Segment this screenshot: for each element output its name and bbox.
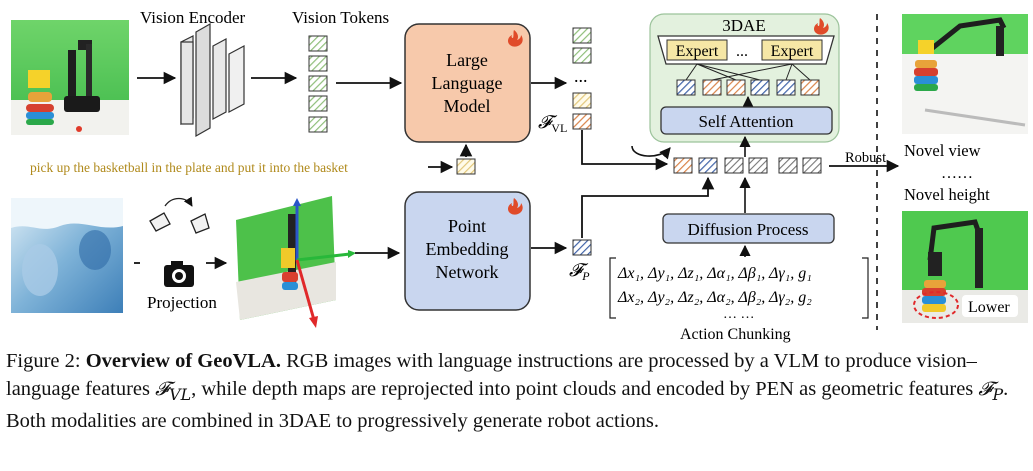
novel-height-image xyxy=(902,211,1028,323)
camera-icon xyxy=(164,261,194,287)
input-token-action xyxy=(724,157,744,174)
dae-token xyxy=(750,79,770,96)
caption-fvl-symbol: 𝓕VL xyxy=(155,377,192,404)
action-chunking-label: Action Chunking xyxy=(680,326,791,343)
camera-views-icon xyxy=(149,196,210,234)
robust-label: Robust xyxy=(845,150,886,166)
fp-label: 𝓕P xyxy=(569,260,590,283)
figure-caption: Figure 2: Overview of GeoVLA. RGB images… xyxy=(6,348,1028,435)
3dae-tokens xyxy=(676,79,820,96)
large-language-model-box xyxy=(404,23,531,143)
ellipsis-label: …… xyxy=(941,165,973,182)
fire-icon xyxy=(508,30,523,47)
vision-tokens-label: Vision Tokens xyxy=(292,8,389,27)
vision-encoder xyxy=(180,22,245,138)
action-row-1: Δx₁, Δy₁, Δz₁, Δα₁, Δβ₁, Δγ₁, g₁ xyxy=(617,265,812,282)
output-token xyxy=(572,27,592,44)
dae-token xyxy=(726,79,746,96)
point-cloud-image xyxy=(236,196,356,328)
diffusion-process-box xyxy=(662,213,835,244)
llm-output-tokens xyxy=(572,27,592,130)
dae-token xyxy=(676,79,696,96)
dae-token xyxy=(776,79,796,96)
output-token xyxy=(572,92,592,109)
pen-label-line2: Embedding xyxy=(426,239,509,259)
lower-highlight xyxy=(913,291,959,319)
novel-view-image xyxy=(902,14,1028,134)
output-token xyxy=(572,47,592,64)
vision-token xyxy=(308,35,328,52)
routing-lines xyxy=(685,63,811,81)
vision-token xyxy=(308,75,328,92)
lower-label: Lower xyxy=(968,299,1010,316)
llm-label-line1: Large xyxy=(446,50,488,70)
vision-encoder-label: Vision Encoder xyxy=(140,8,246,27)
depth-map-image xyxy=(11,198,123,313)
fvl-token xyxy=(572,113,592,130)
caption-text-3: . Both modalities are combined in 3DAE t… xyxy=(6,377,1009,432)
rgb-input-image xyxy=(11,20,129,135)
fvl-label: 𝓕VL xyxy=(538,112,567,135)
caption-title: Overview of GeoVLA. xyxy=(85,350,281,372)
token-ellipsis: ... xyxy=(574,66,588,86)
vision-token xyxy=(308,116,328,133)
dae-token xyxy=(800,79,820,96)
input-token-action xyxy=(778,157,798,174)
input-token-action xyxy=(802,157,822,174)
input-token-p xyxy=(698,157,718,174)
fire-icon xyxy=(814,18,829,35)
vision-token xyxy=(308,55,328,72)
point-embedding-network-box xyxy=(404,191,531,311)
expert-left-label: Expert xyxy=(676,43,719,60)
language-instruction: pick up the basketball in the plate and … xyxy=(30,160,348,175)
diffusion-process-label: Diffusion Process xyxy=(687,220,808,239)
projection-label: Projection xyxy=(147,293,217,312)
expert-right-label: Expert xyxy=(771,43,814,60)
vision-tokens xyxy=(308,35,328,133)
geovla-overview-diagram: Vision Encoder Vision Tokens Large Langu… xyxy=(11,8,1028,343)
novel-height-label: Novel height xyxy=(904,185,990,204)
3dae-input-tokens xyxy=(673,157,822,174)
self-attention-label: Self Attention xyxy=(699,112,794,131)
input-token-action xyxy=(748,157,768,174)
action-chunk-matrix: Δx₁, Δy₁, Δz₁, Δα₁, Δβ₁, Δγ₁, g₁ Δx₂, Δy… xyxy=(609,257,869,322)
expert-left-box xyxy=(666,39,728,61)
3dae-label: 3DAE xyxy=(722,16,765,35)
caption-text-1: RGB images with language instructions ar… xyxy=(6,350,977,400)
llm-label-line3: Model xyxy=(444,96,491,116)
expert-right-box xyxy=(761,39,823,61)
caption-fp-symbol: 𝓕P xyxy=(978,377,1004,404)
llm-label-line2: Language xyxy=(432,73,503,93)
self-attention-box xyxy=(660,106,833,135)
fire-icon xyxy=(508,198,523,215)
pen-label-line1: Point xyxy=(448,216,486,236)
input-token-vl xyxy=(673,157,693,174)
expert-ellipsis: ... xyxy=(736,43,748,60)
caption-text-2: , while depth maps are reprojected into … xyxy=(191,377,979,400)
dae-token xyxy=(702,79,722,96)
pen-label-line3: Network xyxy=(436,262,499,282)
action-row-2: Δx₂, Δy₂, Δz₂, Δα₂, Δβ₂, Δγ₂, g₂ xyxy=(617,289,812,306)
action-row-dots: … … xyxy=(723,307,755,322)
instruction-token xyxy=(456,158,476,175)
caption-prefix: Figure 2: xyxy=(6,350,86,372)
novel-view-label: Novel view xyxy=(904,141,981,160)
fp-token xyxy=(572,239,592,256)
vision-token xyxy=(308,95,328,112)
